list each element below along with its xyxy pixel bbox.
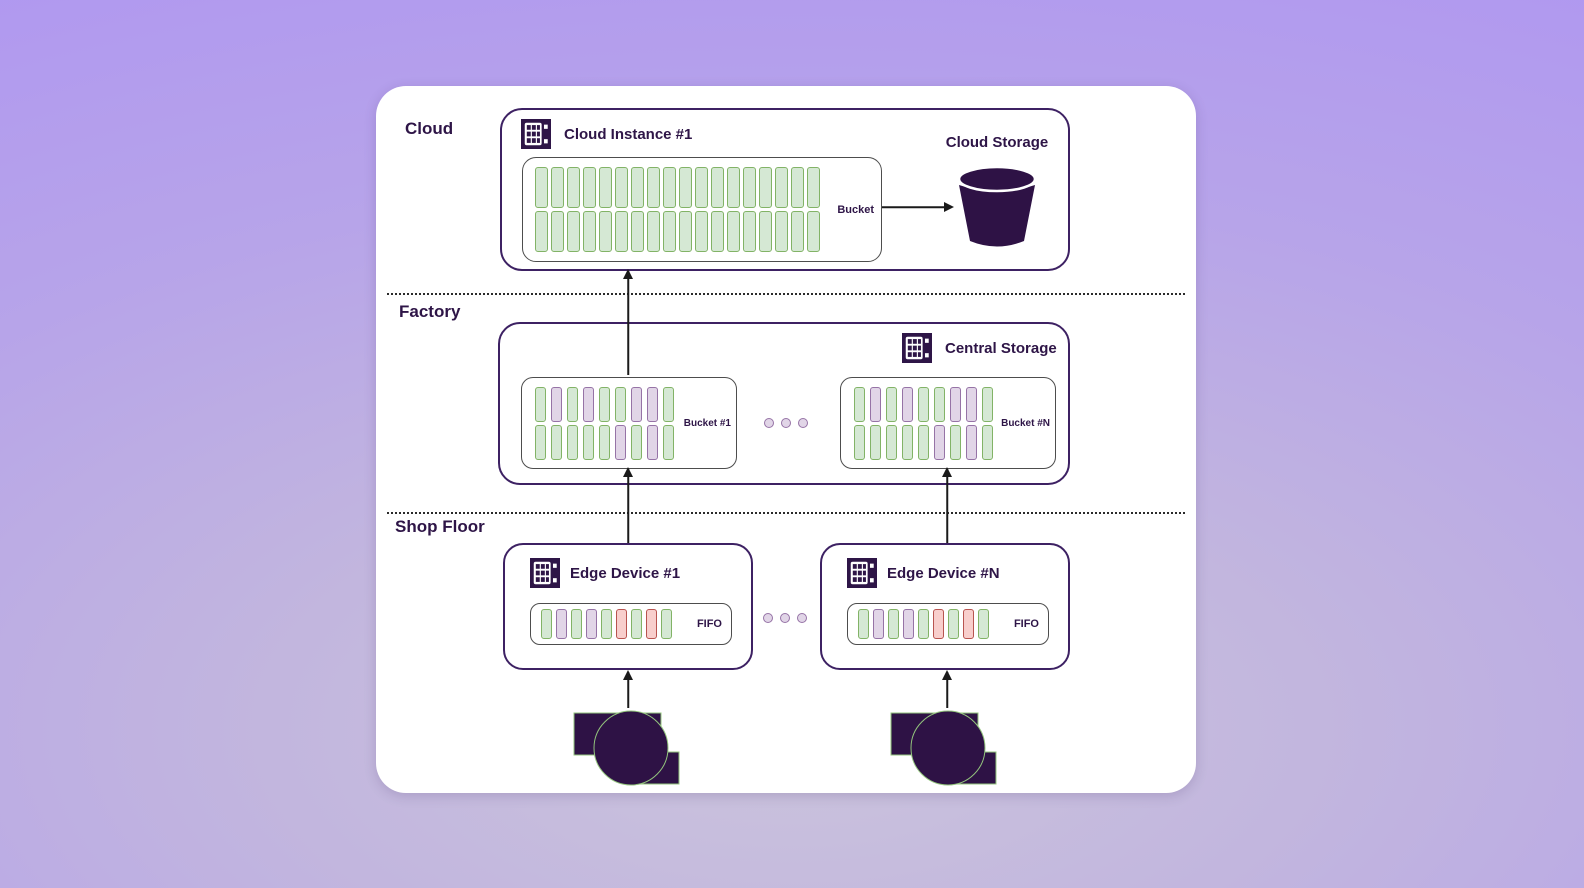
cloud-instance-title: Cloud Instance #1	[564, 125, 693, 143]
bucket-1-bars	[535, 386, 674, 460]
cloud-storage-bucket-icon	[957, 165, 1037, 247]
edge-device-n-fifo-box: FIFO	[847, 603, 1049, 645]
cloud-factory-divider	[387, 293, 1185, 295]
server-building-icon	[902, 333, 932, 363]
edge-device-n-box: Edge Device #N FIFO	[820, 543, 1070, 670]
edge-device-n-fifo-bars	[858, 609, 989, 639]
central-storage-box: Central Storage Bucket #1 Bucket #N	[498, 322, 1070, 485]
edge-device-1-header: Edge Device #1	[530, 558, 680, 588]
arrow-device1-to-bucket1	[623, 467, 633, 543]
cloud-bucket-label: Bucket	[837, 203, 874, 216]
arrow-machineN-to-deviceN	[942, 670, 952, 708]
server-building-icon	[847, 558, 877, 588]
edge-device-n-fifo-label: FIFO	[1013, 618, 1039, 630]
edge-device-1-box: Edge Device #1 FIFO	[503, 543, 753, 670]
arrow-machine1-to-device1	[623, 670, 633, 708]
machine-icon-n	[890, 710, 997, 786]
central-storage-title: Central Storage	[945, 339, 1057, 357]
edge-device-n-title: Edge Device #N	[887, 564, 1000, 582]
factory-shopfloor-divider	[387, 512, 1185, 514]
edge-device-1-fifo-label: FIFO	[696, 618, 722, 630]
bucket-1-label: Bucket #1	[683, 417, 731, 429]
cloud-section-label: Cloud	[405, 119, 454, 138]
arrow-bucket1-to-cloud	[623, 269, 633, 375]
cloud-bucket-box: Bucket	[522, 157, 882, 262]
machine-icon-1	[573, 710, 680, 786]
shop-floor-section-label: Shop Floor	[395, 517, 485, 536]
central-storage-header: Central Storage	[902, 333, 1057, 363]
bucket-n-bars	[854, 386, 993, 460]
bucket-ellipsis-dots	[764, 418, 808, 428]
bucket-1-box: Bucket #1	[521, 377, 737, 469]
server-building-icon	[521, 119, 551, 149]
diagram-card: Cloud Cloud Instance #1 Bucket Cloud Sto…	[376, 86, 1196, 793]
bucket-n-label: Bucket #N	[1001, 417, 1050, 429]
edge-device-1-title: Edge Device #1	[570, 564, 681, 582]
bucket-n-box: Bucket #N	[840, 377, 1056, 469]
cloud-bucket-bars	[535, 167, 820, 252]
edge-device-n-header: Edge Device #N	[847, 558, 1000, 588]
arrow-bucket-to-storage	[882, 202, 954, 212]
device-ellipsis-dots	[763, 613, 807, 623]
cloud-instance-header: Cloud Instance #1	[521, 119, 692, 149]
server-building-icon	[530, 558, 560, 588]
edge-device-1-fifo-box: FIFO	[530, 603, 732, 645]
arrow-deviceN-to-bucketN	[942, 467, 952, 543]
cloud-storage-label: Cloud Storage	[945, 134, 1049, 151]
factory-section-label: Factory	[399, 302, 461, 321]
edge-device-1-fifo-bars	[541, 609, 672, 639]
